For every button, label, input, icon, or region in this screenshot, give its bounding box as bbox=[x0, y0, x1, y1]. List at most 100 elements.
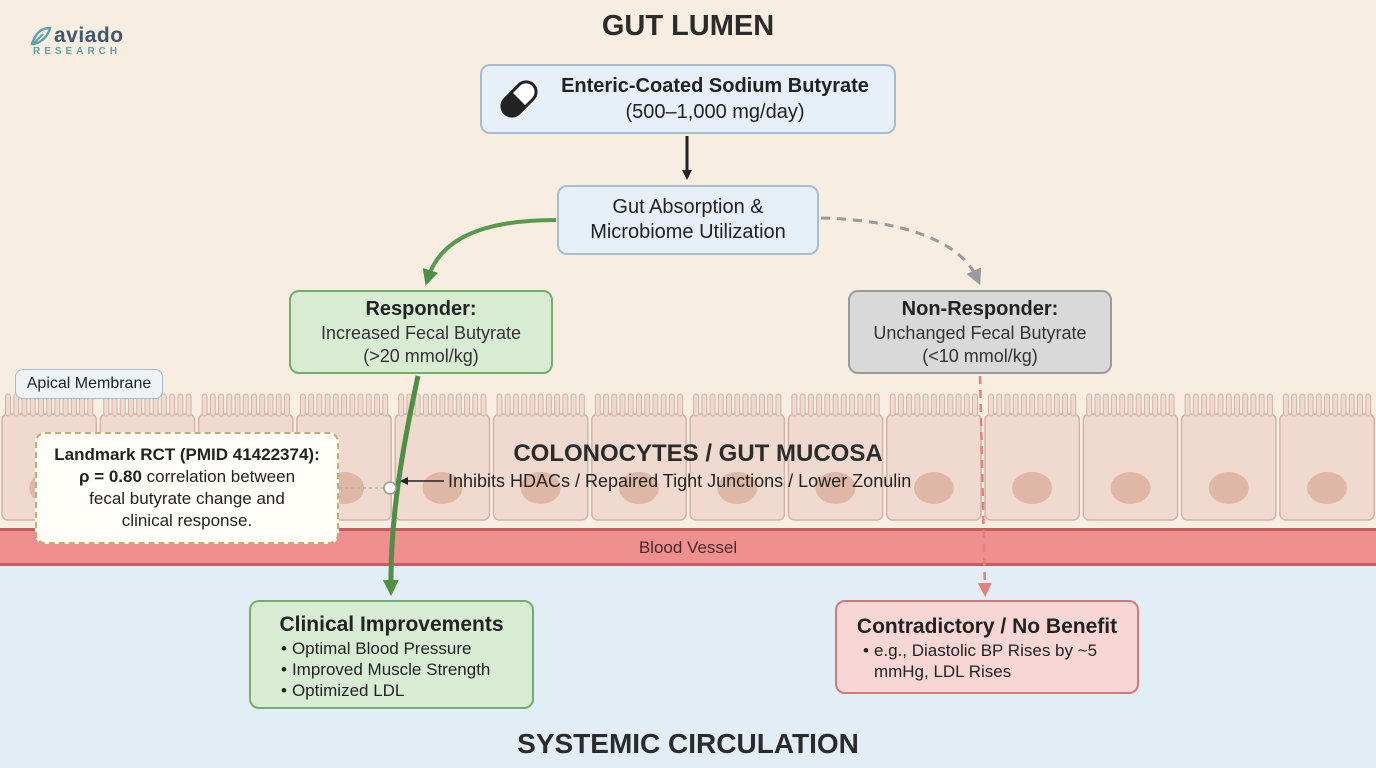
microvillus bbox=[930, 393, 937, 417]
microvillus bbox=[1168, 393, 1175, 417]
microvillus bbox=[1233, 393, 1240, 417]
no-benefit-box: Contradictory / No Benefit e.g., Diastol… bbox=[835, 600, 1139, 694]
clinical-title: Clinical Improvements bbox=[279, 613, 504, 636]
microvillus bbox=[611, 393, 618, 417]
microvillus bbox=[1299, 393, 1306, 417]
microvillus bbox=[1315, 393, 1322, 417]
dose-detail: (500–1,000 mg/day) bbox=[625, 101, 805, 123]
apical-membrane-label: Apical Membrane bbox=[15, 369, 163, 399]
cell-nucleus bbox=[618, 472, 659, 504]
microvillus bbox=[373, 393, 380, 417]
microvillus bbox=[1127, 393, 1134, 417]
responder-box: Responder: Increased Fecal Butyrate (>20… bbox=[289, 290, 553, 374]
rct-line-3: clinical response. bbox=[121, 511, 253, 530]
microvillus bbox=[299, 393, 306, 417]
microvillus bbox=[177, 393, 184, 417]
microvillus bbox=[480, 393, 487, 417]
microvillus bbox=[914, 393, 921, 417]
microvillus bbox=[652, 393, 659, 417]
systemic-circulation-background bbox=[0, 566, 1376, 768]
microvillus bbox=[357, 393, 364, 417]
microvillus bbox=[1037, 393, 1044, 417]
microvillus bbox=[521, 393, 528, 417]
microvillus bbox=[1266, 393, 1273, 417]
microvillus bbox=[562, 393, 569, 417]
responder-line-1: Increased Fecal Butyrate bbox=[320, 322, 522, 343]
cell-nucleus bbox=[520, 472, 561, 504]
microvillus bbox=[1192, 393, 1199, 417]
list-item: Optimal Blood Pressure bbox=[281, 638, 532, 659]
microvillus bbox=[406, 393, 413, 417]
microvillus bbox=[939, 393, 946, 417]
microvillus bbox=[824, 393, 831, 417]
responder-line-2: (>20 mmol/kg) bbox=[363, 345, 479, 366]
microvillus bbox=[1086, 393, 1093, 417]
microvillus bbox=[1250, 393, 1257, 417]
microvillus bbox=[1152, 393, 1159, 417]
microvillus bbox=[160, 393, 167, 417]
gut-lumen-title: GUT LUMEN bbox=[601, 10, 775, 42]
microvillus bbox=[349, 393, 356, 417]
microvillus bbox=[1102, 393, 1109, 417]
list-item: Optimized LDL bbox=[281, 680, 532, 701]
microvillus bbox=[341, 393, 348, 417]
microvillus bbox=[693, 393, 700, 417]
microvillus bbox=[234, 393, 241, 417]
microvillus bbox=[1062, 393, 1069, 417]
microvillus bbox=[1020, 393, 1027, 417]
capsule-icon bbox=[500, 80, 538, 118]
microvillus bbox=[619, 393, 626, 417]
microvillus bbox=[332, 393, 339, 417]
dose-box: Enteric-Coated Sodium Butyrate (500–1,00… bbox=[480, 64, 896, 134]
microvillus bbox=[1356, 393, 1363, 417]
microvillus bbox=[750, 393, 757, 417]
microvillus bbox=[414, 393, 421, 417]
microvillus bbox=[1029, 393, 1036, 417]
microvillus bbox=[1348, 393, 1355, 417]
microvillus bbox=[1307, 393, 1314, 417]
microvillus bbox=[283, 393, 290, 417]
nonresponder-box: Non-Responder: Unchanged Fecal Butyrate … bbox=[848, 290, 1112, 374]
cell-nucleus bbox=[1208, 472, 1249, 504]
microvillus bbox=[594, 393, 601, 417]
microvillus bbox=[832, 393, 839, 417]
microvillus bbox=[807, 393, 814, 417]
microvillus bbox=[1094, 393, 1101, 417]
rct-title: Landmark RCT (PMID 41422374): bbox=[54, 445, 320, 464]
cell-nucleus bbox=[1110, 472, 1151, 504]
mechanism-text: Inhibits HDACs / Repaired Tight Junction… bbox=[448, 471, 912, 491]
microvillus bbox=[734, 393, 741, 417]
microvillus bbox=[1053, 393, 1060, 417]
microvillus bbox=[1225, 393, 1232, 417]
nonresponder-line-1: Unchanged Fecal Butyrate bbox=[873, 322, 1087, 343]
microvillus bbox=[799, 393, 806, 417]
microvillus bbox=[906, 393, 913, 417]
microvillus bbox=[726, 393, 733, 417]
microvillus bbox=[775, 393, 782, 417]
contradictory-title: Contradictory / No Benefit bbox=[856, 615, 1118, 638]
rct-line-2: fecal butyrate change and bbox=[89, 489, 285, 508]
logo-leaf-icon bbox=[30, 26, 52, 46]
cell-nucleus bbox=[815, 472, 856, 504]
microvillus bbox=[275, 393, 282, 417]
microvillus bbox=[701, 393, 708, 417]
microvillus bbox=[455, 393, 462, 417]
colonocyte-cell bbox=[1180, 413, 1277, 521]
rct-callout: Landmark RCT (PMID 41422374): ρ = 0.80 c… bbox=[35, 432, 339, 544]
microvillus bbox=[1340, 393, 1347, 417]
microvillus bbox=[431, 393, 438, 417]
cell-nucleus bbox=[422, 472, 463, 504]
colonocyte-cell bbox=[984, 413, 1081, 521]
microvillus bbox=[897, 393, 904, 417]
contradictory-list: e.g., Diastolic BP Rises by ~5 mmHg, LDL… bbox=[863, 640, 1137, 682]
dose-title: Enteric-Coated Sodium Butyrate bbox=[561, 75, 869, 97]
microvillus bbox=[857, 393, 864, 417]
microvillus bbox=[742, 393, 749, 417]
colonocyte-cell bbox=[1082, 413, 1179, 521]
microvillus bbox=[873, 393, 880, 417]
microvillus bbox=[1160, 393, 1167, 417]
microvillus bbox=[259, 393, 266, 417]
rct-line-1: ρ = 0.80 correlation between bbox=[37, 466, 337, 488]
microvillus bbox=[758, 393, 765, 417]
microvillus bbox=[947, 393, 954, 417]
